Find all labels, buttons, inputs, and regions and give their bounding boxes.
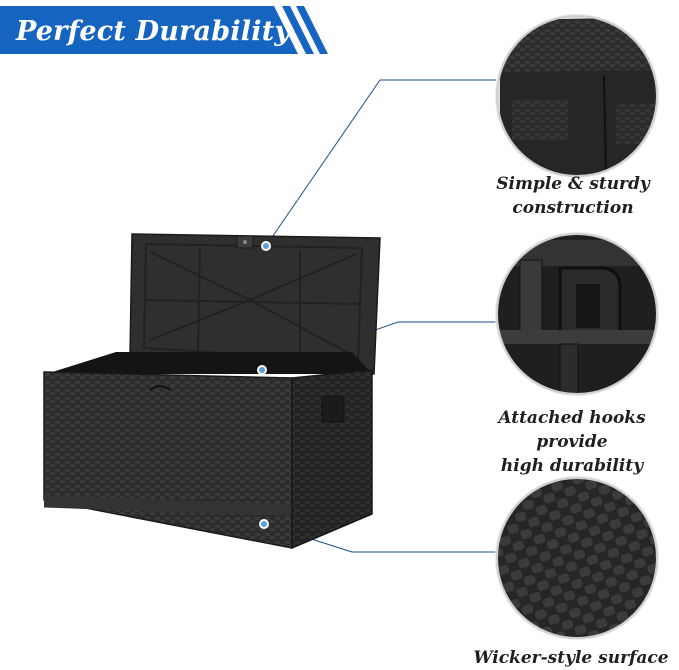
banner-title: Perfect Durability: [16, 16, 291, 47]
storage-box: [43, 233, 381, 550]
detail-construction-image: [495, 14, 659, 178]
detail-hooks-image: [495, 232, 659, 396]
caption-construction-line1: Simple & sturdy: [496, 174, 650, 194]
caption-hooks: Attached hooks provide high durability: [462, 406, 679, 478]
caption-construction-line2: construction: [512, 198, 634, 218]
detail-surface-image: [495, 476, 659, 640]
caption-hooks-line2: high durability: [500, 456, 644, 476]
banner-shape: [0, 6, 328, 54]
caption-surface: Wicker-style surface: [466, 646, 676, 670]
pointer-dots: [257, 241, 271, 529]
caption-construction: Simple & sturdy construction: [478, 172, 668, 220]
caption-surface-line1: Wicker-style surface: [473, 648, 669, 668]
caption-hooks-line1: Attached hooks provide: [498, 408, 646, 452]
title-banner: Perfect Durability: [0, 6, 330, 54]
